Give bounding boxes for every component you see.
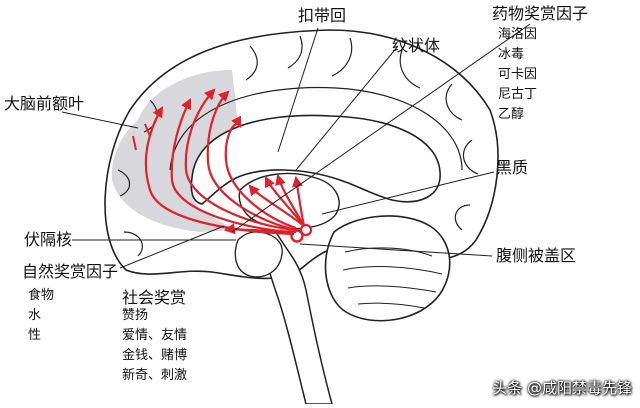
list-item: 海洛因 — [498, 27, 538, 42]
label-social-rewards: 社会奖赏 — [122, 288, 187, 307]
social-rewards-list: 赞扬 爱情、友情 金钱、赌博 新奇、刺激 — [122, 306, 187, 386]
list-item: 水 — [28, 308, 42, 323]
list-item: 冰毒 — [498, 47, 525, 62]
label-substantia-nigra: 黑质 — [496, 158, 529, 177]
natural-rewards-list: 食物 水 性 — [28, 286, 54, 346]
label-drug-rewards: 药物奖赏因子 — [492, 4, 589, 23]
arrow-icon — [132, 123, 151, 151]
list-item: 食物 — [28, 288, 55, 303]
watermark: 头条 @咸阳禁毒先锋 — [492, 379, 632, 397]
list-item: 爱情、友情 — [122, 328, 188, 343]
list-item: 新奇、刺激 — [122, 368, 188, 383]
cerebellum — [324, 215, 451, 322]
label-natural-rewards: 自然奖赏因子 — [22, 262, 119, 281]
list-item: 性 — [28, 328, 42, 343]
list-item: 可卡因 — [498, 67, 538, 82]
list-item: 乙醇 — [498, 107, 525, 122]
cerebellum-folia — [342, 247, 443, 309]
substantia-nigra-nucleus — [299, 223, 313, 237]
drug-rewards-list: 海洛因 冰毒 可卡因 尼古丁 乙醇 — [498, 25, 537, 125]
corpus-callosum — [190, 114, 441, 205]
label-prefrontal: 大脑前额叶 — [4, 94, 85, 113]
label-cingulate: 扣带回 — [298, 6, 347, 25]
leader-lines — [61, 23, 531, 269]
vta-nucleus — [290, 229, 304, 243]
label-nucleus-accumbens: 伏隔核 — [24, 230, 73, 249]
label-striatum: 纹状体 — [392, 36, 441, 55]
label-vta: 腹侧被盖区 — [496, 246, 577, 265]
list-item: 尼古丁 — [498, 87, 538, 102]
list-item: 赞扬 — [122, 308, 149, 323]
list-item: 金钱、赌博 — [122, 348, 188, 363]
pons — [234, 231, 283, 278]
